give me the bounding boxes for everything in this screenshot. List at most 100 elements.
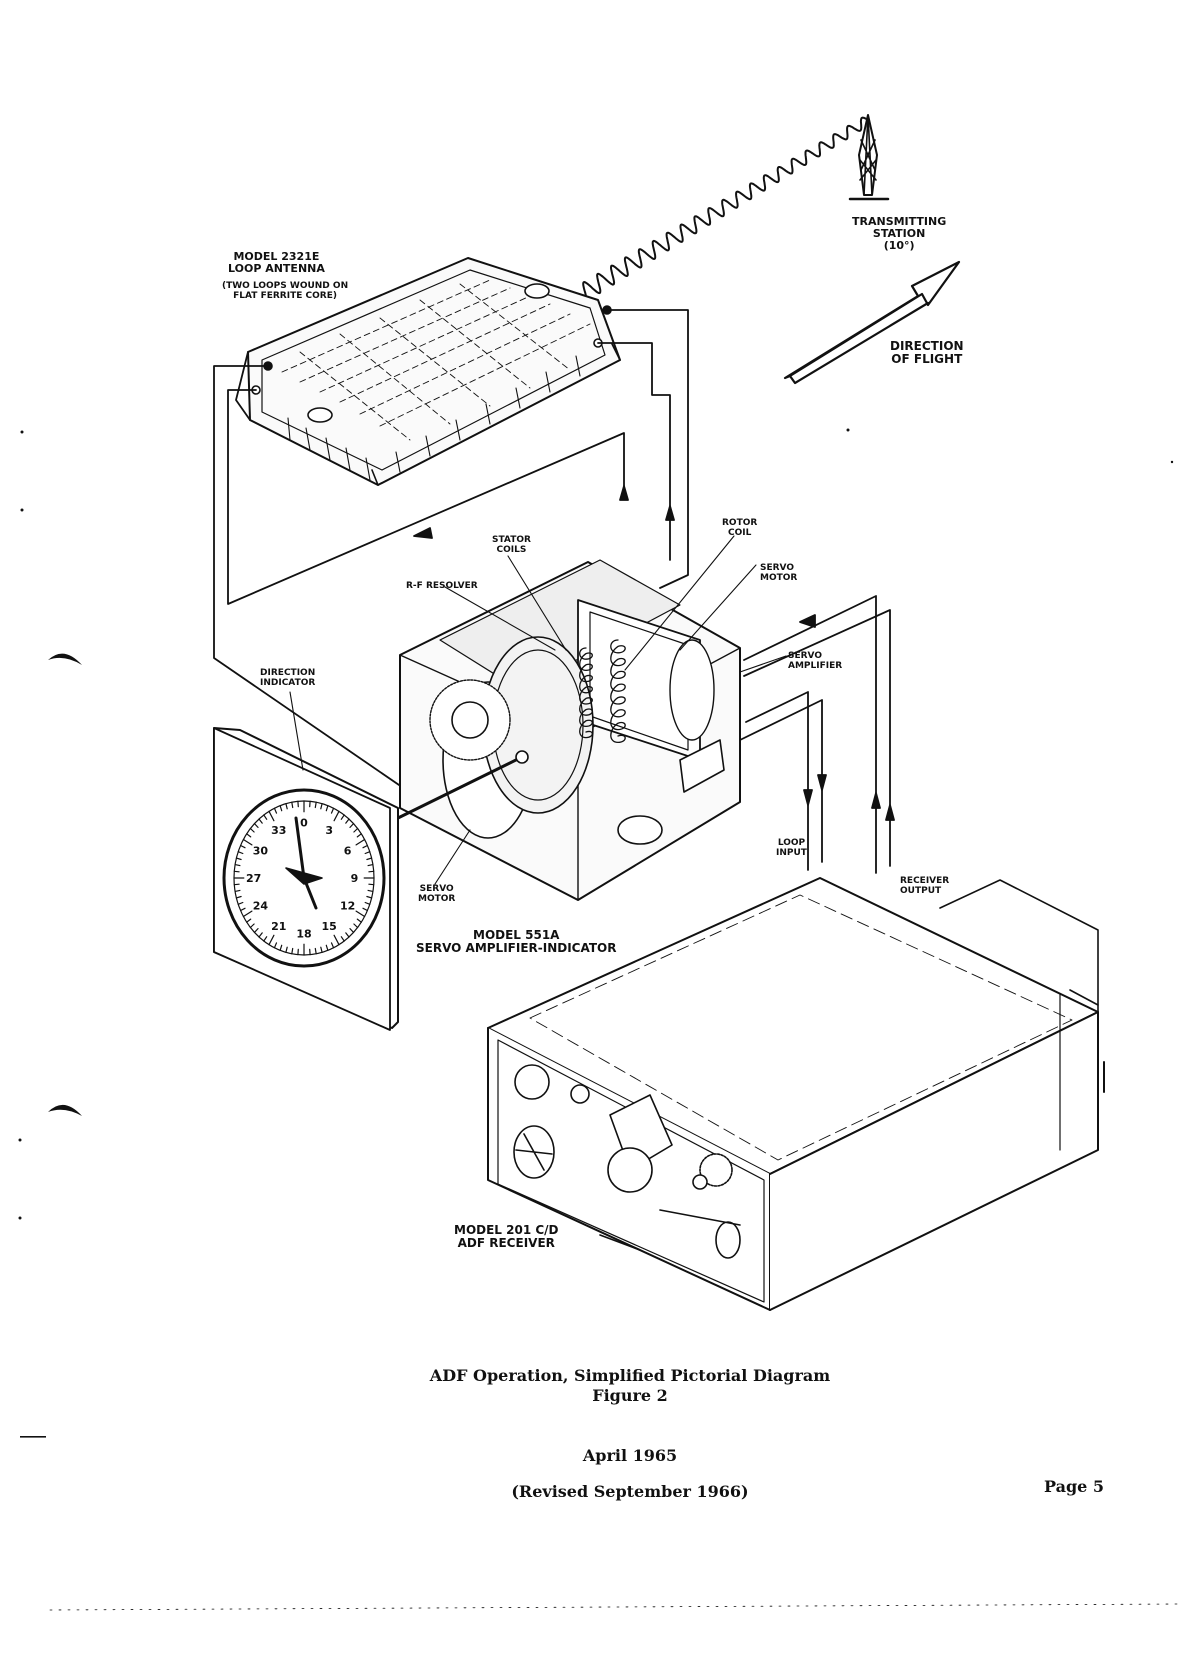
figure-number: Figure 2	[592, 1386, 668, 1405]
document-date: April 1965	[582, 1446, 678, 1465]
dial-tick	[291, 801, 294, 809]
dial-number: 6	[344, 844, 352, 857]
dial-tick	[356, 833, 362, 838]
dial-number: 24	[253, 900, 269, 913]
dial-tick	[273, 942, 278, 949]
dial-tick	[355, 910, 366, 918]
dial-tick	[253, 822, 259, 829]
dial-tick	[325, 804, 329, 812]
dial-tick	[235, 857, 242, 861]
figure-title: ADF Operation, Simplified Pictorial Diag…	[429, 1366, 831, 1385]
dial-tick	[268, 810, 275, 822]
dial-tick	[330, 807, 335, 814]
dial-tick	[285, 802, 288, 810]
transmitting-station-label: TRANSMITTING STATION (10°)	[852, 215, 947, 252]
dial-tick	[268, 934, 275, 946]
antenna-cables	[213, 309, 689, 799]
dial-tick	[367, 863, 374, 867]
dial-tick	[364, 901, 371, 905]
dial-number: 3	[325, 824, 333, 837]
scan-specks	[18, 428, 1174, 1438]
dial-number: 12	[340, 900, 355, 913]
dial-tick	[366, 857, 373, 861]
dial-tick	[349, 822, 355, 829]
revision-date: (Revised September 1966)	[511, 1482, 749, 1501]
stator-coils-label: STATOR COILS	[492, 535, 531, 555]
dial-tick	[368, 883, 375, 886]
dial-tick	[349, 927, 355, 934]
transmitting-tower	[848, 114, 890, 201]
figure-caption: ADF Operation, Simplified Pictorial Diag…	[0, 1366, 1186, 1406]
receiver-cables	[739, 595, 895, 874]
page-number: Page 5	[1044, 1477, 1105, 1496]
dial-tick	[249, 923, 255, 929]
dial-tick	[253, 927, 259, 934]
dial-tick	[237, 851, 244, 855]
loop-antenna-label: MODEL 2321E LOOP ANTENNA	[228, 250, 325, 275]
direction-indicator-label: DIRECTION INDICATOR	[260, 668, 316, 688]
dial-tick	[240, 907, 246, 912]
dial-tick	[235, 895, 242, 899]
dial-tick	[320, 946, 323, 954]
dial-tick	[258, 818, 263, 824]
loop-antenna-note: (TWO LOOPS WOUND ON FLAT FERRITE CORE)	[222, 281, 349, 301]
dial-tick	[367, 889, 374, 893]
dial-tick	[242, 910, 253, 918]
rf-resolver-label: R-F RESOLVER	[406, 581, 478, 591]
dial-tick	[353, 827, 359, 833]
dial-number: 15	[322, 920, 337, 933]
dial-tick	[368, 870, 375, 873]
dial-tick	[246, 918, 252, 923]
dial-number: 33	[271, 824, 286, 837]
rotor-coil-drawing	[610, 639, 626, 744]
dial-tick	[263, 814, 268, 820]
scan-bottom-dots	[49, 1603, 1181, 1611]
servo-motor-top-label: SERVO MOTOR	[760, 563, 798, 583]
servo-amplifier-label: SERVO AMPLIFIER	[788, 651, 843, 671]
dial-tick	[285, 946, 288, 954]
receiver-output-label: RECEIVER OUTPUT	[900, 876, 950, 896]
dial-tick	[345, 932, 350, 938]
dial-number: 30	[253, 844, 269, 857]
dial-number: 9	[351, 872, 359, 885]
loop-input-label: LOOP INPUT	[776, 838, 807, 858]
servo-motor-bottom-label: SERVO MOTOR	[418, 884, 456, 904]
loop-antenna	[235, 257, 621, 486]
dial-tick	[366, 895, 373, 899]
direction-of-flight-arrow	[783, 260, 961, 385]
dial-tick	[258, 932, 263, 938]
dial-tick	[355, 838, 366, 846]
dial-tick	[325, 944, 329, 952]
dial-tick	[234, 889, 241, 893]
dial-tick	[279, 944, 283, 952]
dial-number: 27	[246, 872, 261, 885]
dial-tick	[237, 901, 244, 905]
dial-tick	[320, 802, 323, 810]
direction-of-flight-label: DIRECTION OF FLIGHT	[890, 339, 964, 366]
dial-number: 18	[296, 927, 311, 940]
dial-tick	[356, 918, 362, 923]
dial-tick	[333, 934, 340, 946]
dial-tick	[233, 883, 240, 886]
dial-tick	[314, 947, 317, 955]
dial-tick	[340, 936, 345, 942]
servo-amplifier-indicator-label: MODEL 551A SERVO AMPLIFIER-INDICATOR	[416, 928, 617, 955]
dial-tick	[249, 827, 255, 833]
dial-tick	[263, 936, 268, 942]
dial-tick	[340, 814, 345, 820]
dial-tick	[234, 863, 241, 867]
adf-receiver-unit	[487, 877, 1105, 1311]
dial-tick	[242, 838, 253, 846]
dial-number: 21	[271, 920, 286, 933]
dial-tick	[246, 833, 252, 838]
dial-tick	[291, 947, 294, 955]
dial-tick	[333, 810, 340, 822]
dial-tick	[240, 844, 246, 849]
dial-tick	[273, 807, 278, 814]
adf-receiver-label: MODEL 201 C/D ADF RECEIVER	[454, 1223, 559, 1250]
leader-lines	[289, 535, 787, 885]
dial-number: 0	[300, 817, 308, 830]
